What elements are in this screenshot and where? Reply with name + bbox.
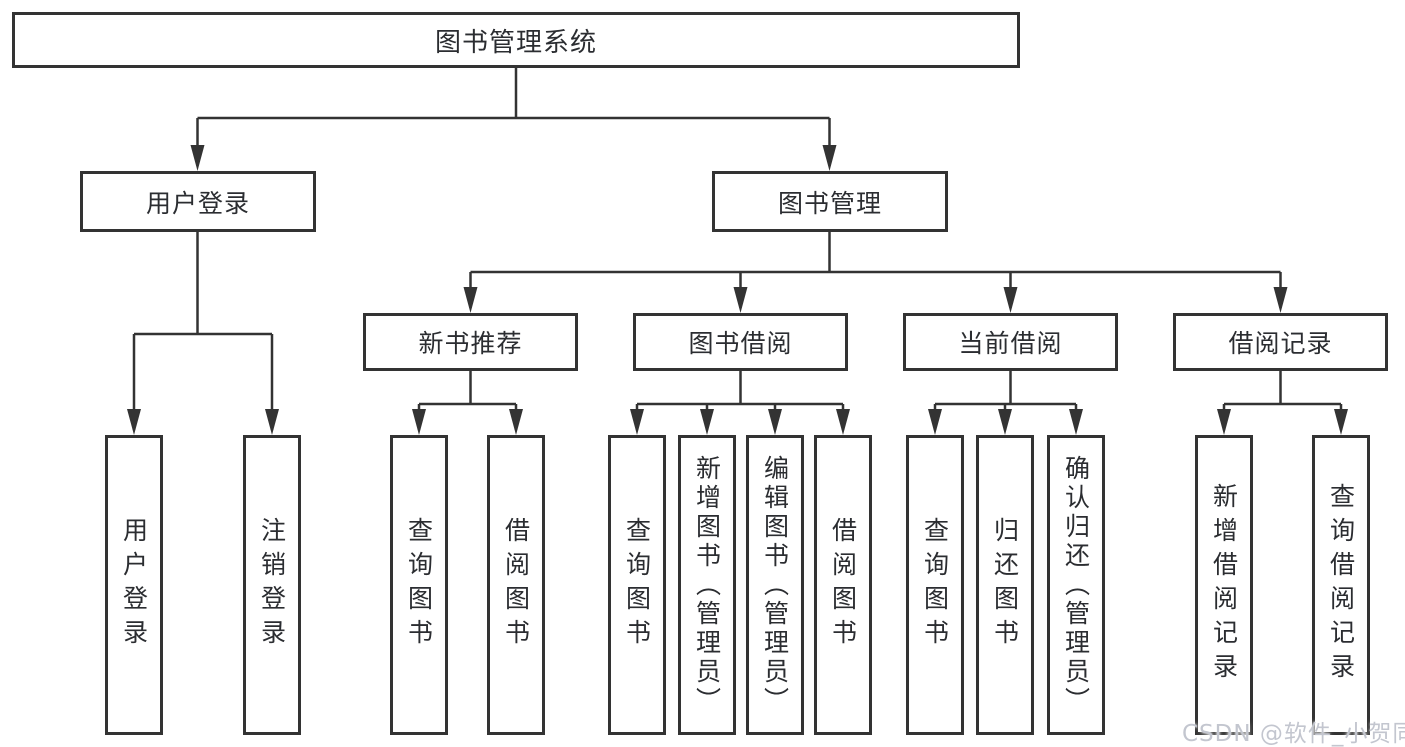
- leaf-query-books-borrow: 查询图书: [608, 435, 666, 735]
- leaf-query-borrow-record: 查询借阅记录: [1312, 435, 1370, 735]
- leaf-add-books-admin: 新增图书（管理员）: [678, 435, 736, 735]
- leaf-query-books-recommend: 查询图书: [390, 435, 448, 735]
- leaf-query-books-current: 查询图书: [906, 435, 964, 735]
- leaf-add-borrow-record: 新增借阅记录: [1195, 435, 1253, 735]
- leaf-borrow-books: 借阅图书: [814, 435, 872, 735]
- node-user-login: 用户登录: [80, 171, 316, 232]
- node-root-system: 图书管理系统: [12, 12, 1020, 68]
- leaf-logout: 注销登录: [243, 435, 301, 735]
- node-book-management: 图书管理: [712, 171, 948, 232]
- leaf-borrow-books-recommend: 借阅图书: [487, 435, 545, 735]
- node-new-book-recommend: 新书推荐: [363, 313, 578, 371]
- leaf-confirm-return-admin: 确认归还（管理员）: [1047, 435, 1105, 735]
- node-borrow-records: 借阅记录: [1173, 313, 1388, 371]
- csdn-watermark: CSDN @软件_小贺同学: [1182, 721, 1405, 747]
- leaf-return-books: 归还图书: [976, 435, 1034, 735]
- node-current-borrow: 当前借阅: [903, 313, 1118, 371]
- leaf-edit-books-admin: 编辑图书（管理员）: [746, 435, 804, 735]
- node-book-borrow: 图书借阅: [633, 313, 848, 371]
- leaf-user-login: 用户登录: [105, 435, 163, 735]
